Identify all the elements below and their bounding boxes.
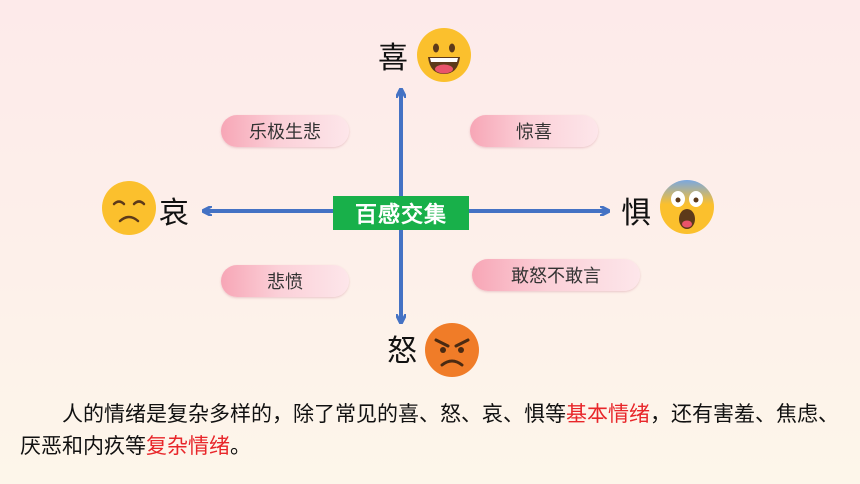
screaming-face-icon <box>660 180 714 234</box>
pill-top-right: 惊喜 <box>470 115 598 147</box>
paragraph-text-2: ，还有害羞、焦虑、厌恶和内疚等 <box>20 402 839 458</box>
highlight-basic-emotions: 基本情绪 <box>566 402 650 426</box>
pill-bottom-right: 敢怒不敢言 <box>472 259 640 291</box>
paragraph-text-1: 人的情绪是复杂多样的，除了常见的喜、怒、哀、惧等 <box>62 402 566 426</box>
highlight-complex-emotions: 复杂情绪 <box>146 434 230 458</box>
description-paragraph: 人的情绪是复杂多样的，除了常见的喜、怒、哀、惧等基本情绪，还有害羞、焦虑、厌恶和… <box>20 398 850 462</box>
angry-face-icon <box>425 323 479 377</box>
pill-top-left: 乐极生悲 <box>221 115 349 147</box>
emotion-anger-label: 怒 <box>387 334 417 369</box>
grinning-face-icon <box>417 28 471 82</box>
emotion-fear-label: 惧 <box>621 196 651 231</box>
center-label: 百感交集 <box>333 196 469 230</box>
sad-face-icon <box>102 181 156 235</box>
paragraph-text-3: 。 <box>230 434 251 458</box>
emotion-sorrow-label: 哀 <box>159 196 189 231</box>
emotion-joy-label: 喜 <box>378 41 408 76</box>
pill-bottom-left: 悲愤 <box>221 265 349 297</box>
